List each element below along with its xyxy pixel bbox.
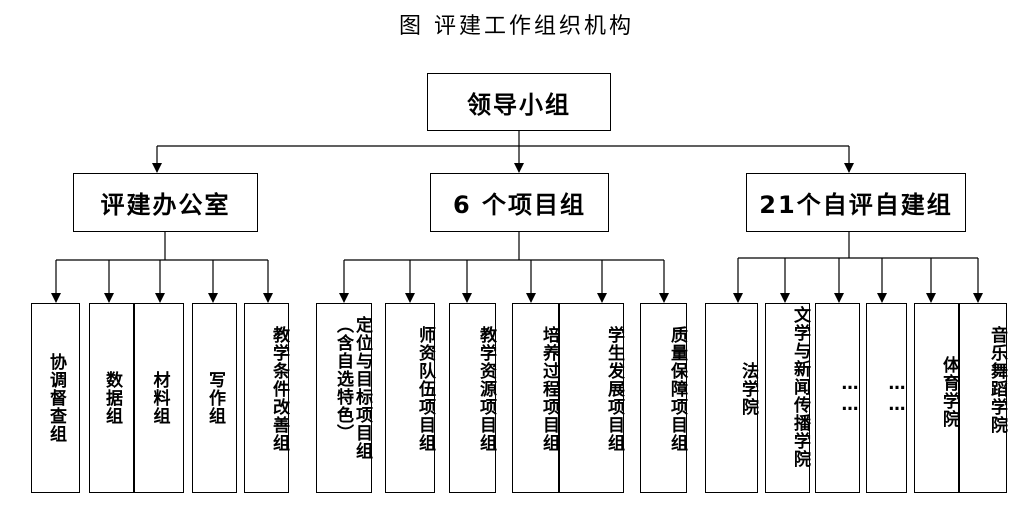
group-label: 材料组 — [149, 371, 170, 425]
group-label: 体育学院 — [939, 356, 959, 428]
group-label: 法学院 — [738, 362, 758, 416]
evaluation-office-box: 评建办公室 — [73, 173, 258, 232]
data-group-box: 数据组 — [89, 303, 134, 493]
group-label: 教学条件改善组 — [269, 326, 289, 452]
teaching-conditions-group-box: 教学条件改善组 — [244, 303, 289, 493]
ellipsis-box-1: …… — [815, 303, 860, 493]
project-groups-label: 6 个项目组 — [452, 191, 587, 219]
writing-group-box: 写作组 — [192, 303, 237, 493]
diagram-title: 图 评建工作组织机构 — [399, 14, 634, 39]
training-process-group-box: 培养过程项目组 — [512, 303, 559, 493]
ellipsis-box-2: …… — [866, 303, 907, 493]
evaluation-office-label: 评建办公室 — [100, 191, 231, 219]
literature-journalism-school-box: 文学与新闻传播学院 — [765, 303, 810, 493]
materials-group-box: 材料组 — [134, 303, 184, 493]
self-evaluation-groups-box: 21个自评自建组 — [746, 173, 966, 232]
group-label: 质量保障项目组 — [667, 326, 687, 452]
quality-assurance-group-box: 质量保障项目组 — [640, 303, 687, 493]
group-label: 协调督查组 — [46, 353, 66, 443]
ellipsis-label: …… — [840, 374, 860, 416]
group-label: 文学与新闻传播学院 — [790, 306, 810, 468]
physical-education-school-box: 体育学院 — [914, 303, 959, 493]
group-label: 教学资源项目组 — [476, 326, 496, 452]
law-school-box: 法学院 — [705, 303, 758, 493]
coordination-supervision-group-box: 协调督查组 — [31, 303, 80, 493]
leadership-group-box: 领导小组 — [427, 73, 611, 131]
group-label: 师资队伍项目组 — [415, 326, 435, 452]
group-label: 音乐舞蹈学院 — [987, 326, 1007, 434]
group-sublabel: （含自选特色） — [333, 316, 353, 442]
group-label: 写作组 — [205, 371, 225, 425]
group-label: 培养过程项目组 — [539, 326, 559, 452]
teaching-resources-group-box: 教学资源项目组 — [449, 303, 496, 493]
leadership-group-label: 领导小组 — [467, 90, 571, 119]
self-evaluation-groups-label: 21个自评自建组 — [759, 191, 953, 219]
group-label: 数据组 — [102, 371, 122, 425]
faculty-group-box: 师资队伍项目组 — [385, 303, 435, 493]
group-label: 定位与目标项目组 — [352, 316, 372, 460]
group-label: 学生发展项目组 — [604, 326, 624, 452]
project-groups-box: 6 个项目组 — [430, 173, 609, 232]
positioning-goals-group-box: 定位与目标项目组 （含自选特色） — [316, 303, 372, 493]
student-development-group-box: 学生发展项目组 — [559, 303, 624, 493]
ellipsis-label: …… — [887, 374, 907, 416]
music-dance-school-box: 音乐舞蹈学院 — [959, 303, 1007, 493]
